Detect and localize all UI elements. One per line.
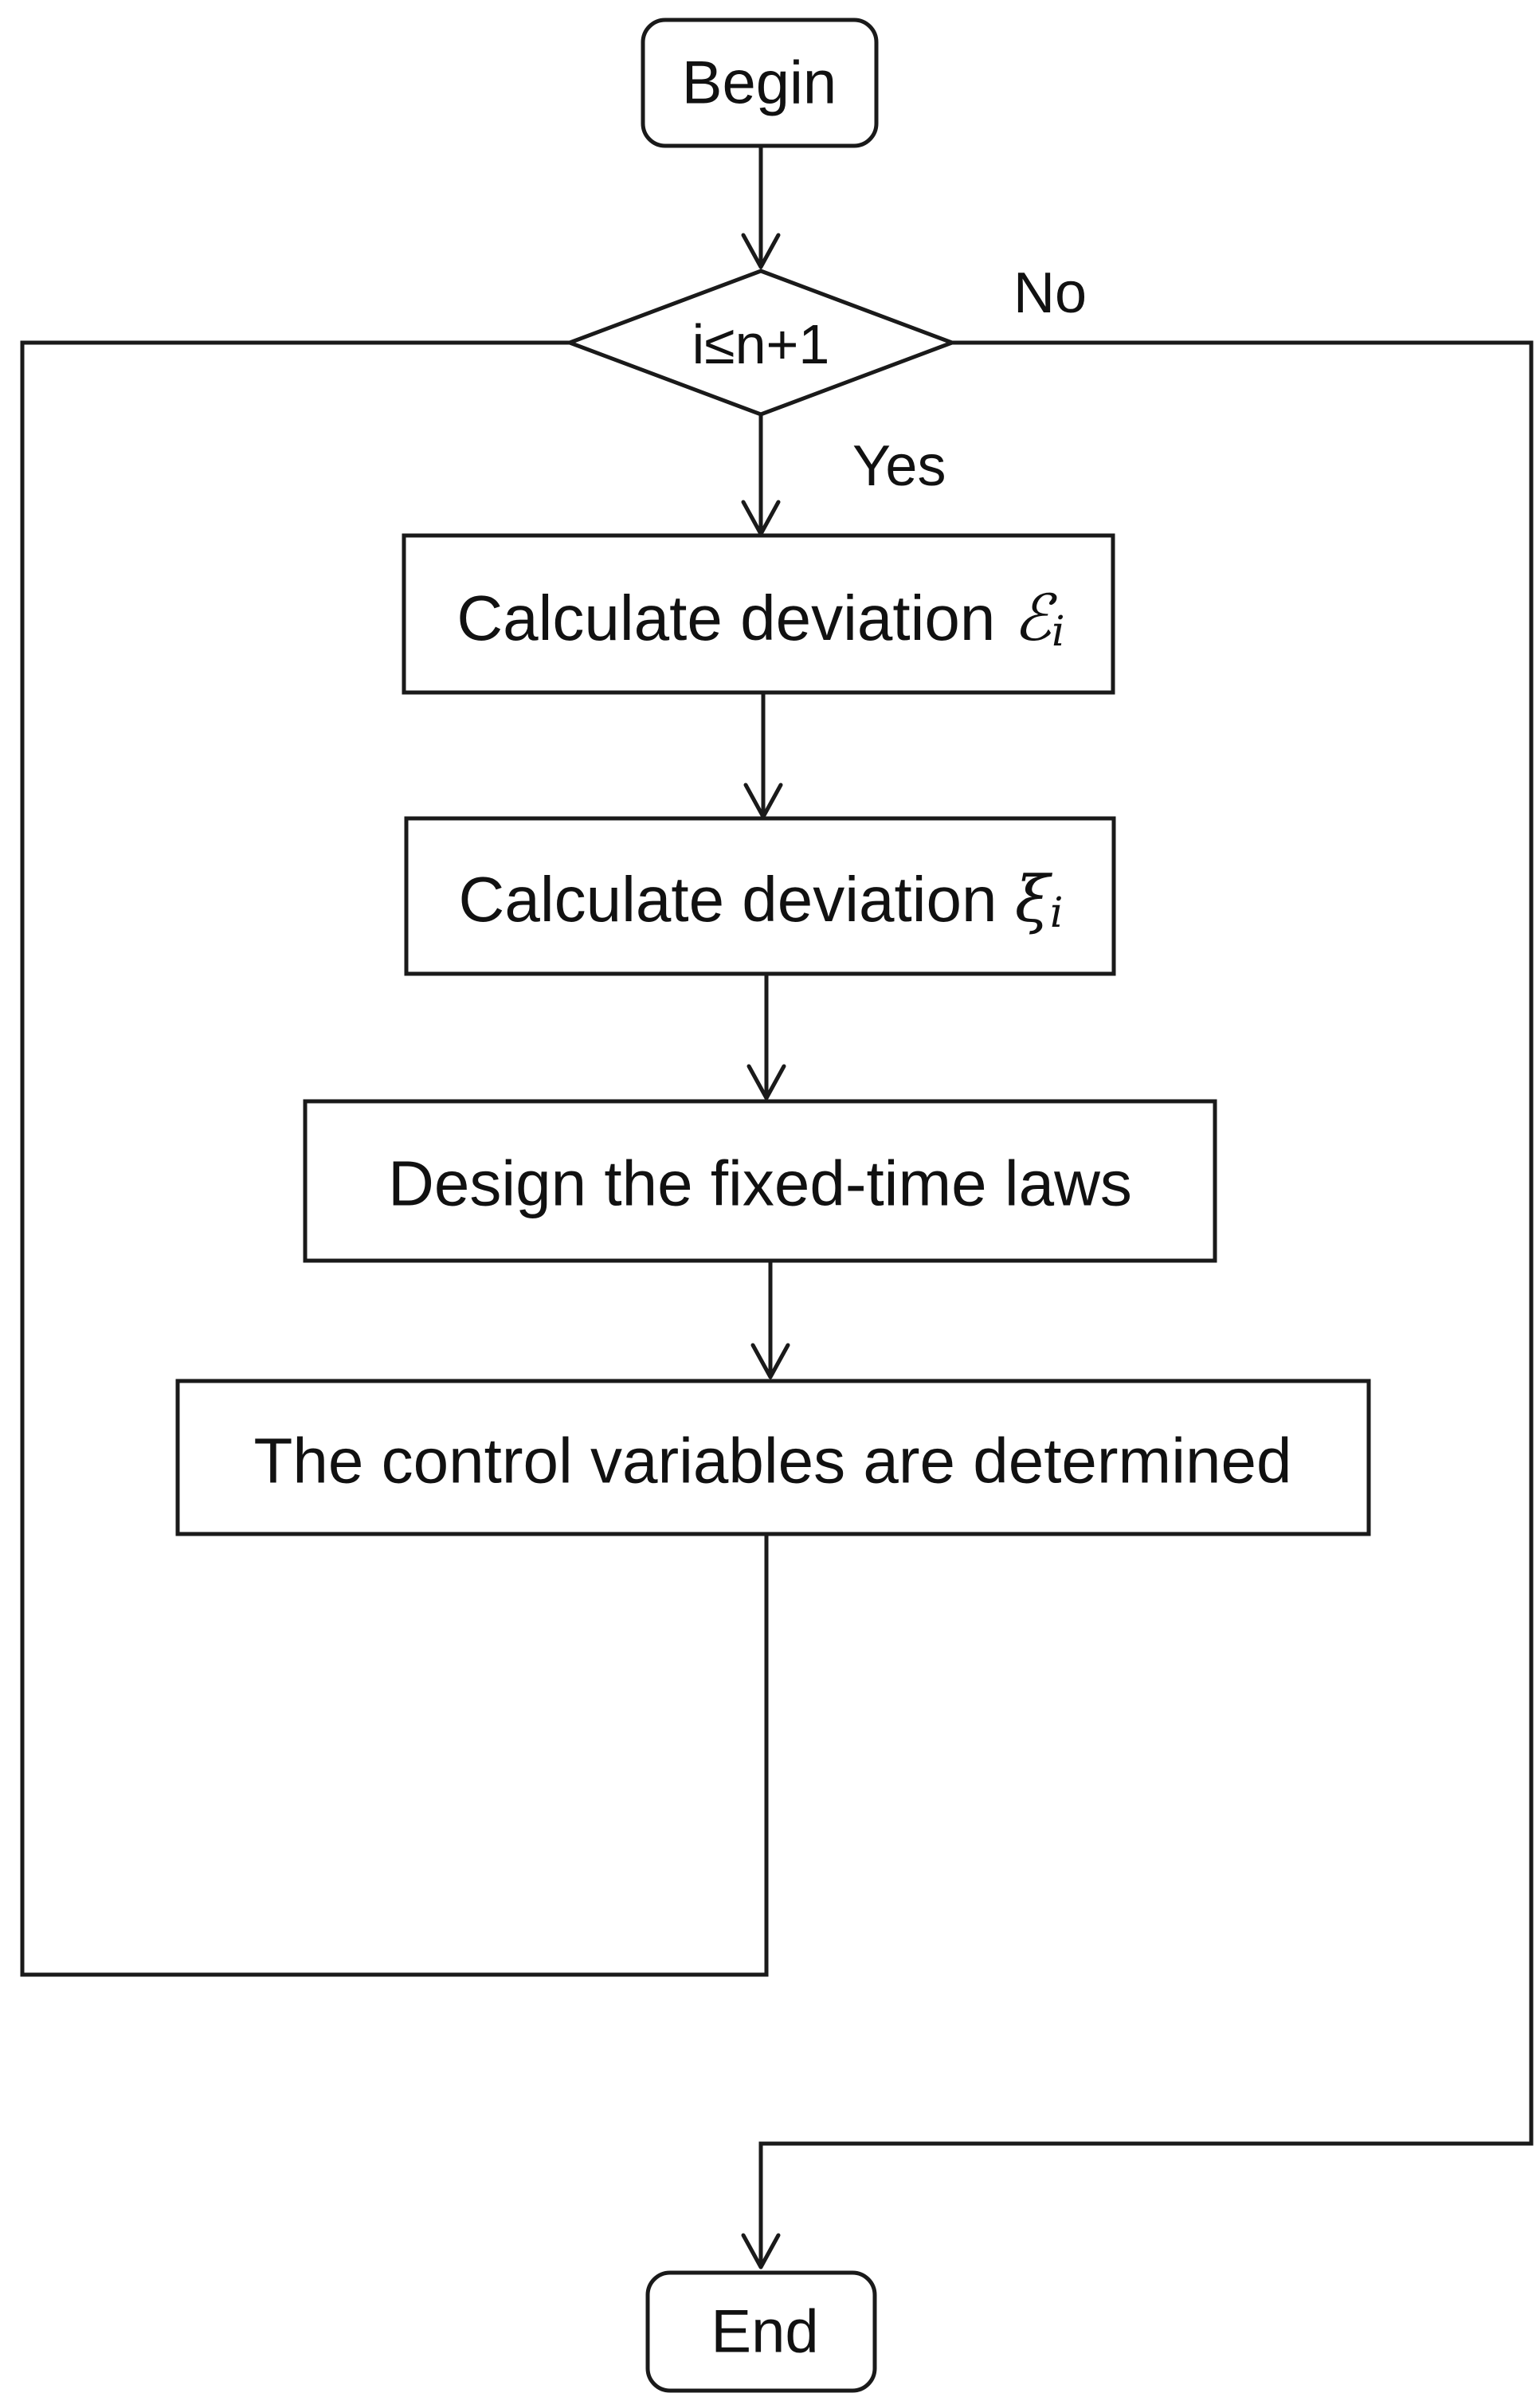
step-epsilon-text: Calculate deviation ℰi [457,581,1064,657]
begin-label: Begin [682,49,837,117]
no-branch-label: No [1013,261,1087,325]
condition-label: i≤n+1 [692,313,830,375]
step-epsilon-node: Calculate deviation ℰi [402,533,1115,695]
edge-step-design-to-step-control [750,1261,790,1379]
step-control-label: The control variables are determined [254,1426,1292,1497]
edge-loop-back-to-condition [20,340,769,1977]
step-xi-label: Calculate deviation [459,864,1015,935]
step-design-node: Design the fixed-time laws [303,1099,1217,1263]
step-epsilon-label: Calculate deviation [457,583,1013,653]
end-label: End [711,2298,818,2366]
begin-node: Begin [641,18,879,148]
epsilon-subscript: i [1052,608,1065,656]
yes-branch-label: Yes [852,434,946,498]
edge-condition-to-end [741,340,1534,2270]
step-xi-text: Calculate deviation ξi [459,862,1064,938]
epsilon-symbol: ℰ [1013,581,1058,655]
edge-condition-to-step-epsilon [741,414,781,536]
xi-symbol: ξ [1015,862,1053,936]
end-node: End [645,2270,877,2393]
xi-subscript: i [1050,889,1064,937]
step-control-node: The control variables are determined [175,1379,1371,1536]
step-design-label: Design the fixed-time laws [388,1148,1132,1219]
edge-begin-to-condition [741,147,781,269]
step-xi-node: Calculate deviation ξi [404,816,1116,976]
edge-step-xi-to-step-design [746,974,786,1100]
condition-node: i≤n+1 [563,269,958,417]
edge-step-epsilon-to-step-xi [743,692,783,819]
